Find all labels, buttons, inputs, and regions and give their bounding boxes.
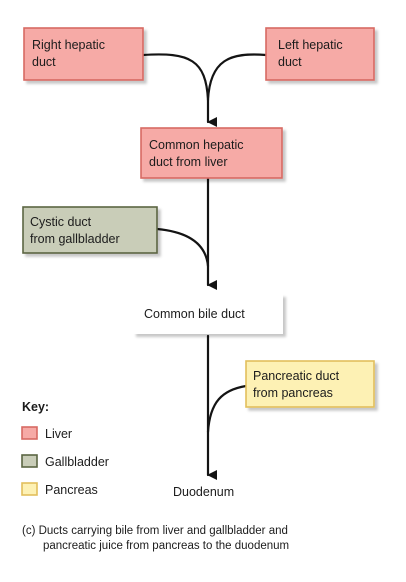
left-hepatic-duct-rect xyxy=(265,27,375,81)
key-label-liver: Liver xyxy=(45,427,72,441)
cystic-duct-rect xyxy=(22,206,158,254)
key-label-gallbladder: Gallbladder xyxy=(45,455,109,469)
left-hepatic-duct-box: Left hepatic duct xyxy=(265,27,375,81)
cystic-connector xyxy=(155,227,210,268)
left-hepatic-duct-line2: duct xyxy=(278,55,302,69)
common-hepatic-duct-rect xyxy=(140,127,283,179)
pancreatic-duct-box: Pancreatic duct from pancreas xyxy=(245,360,375,408)
common-bile-duct-rect xyxy=(133,294,283,334)
cystic-duct-line1: Cystic duct xyxy=(30,215,92,229)
common-hepatic-duct-line2: duct from liver xyxy=(149,155,228,169)
common-hepatic-duct-box: Common hepatic duct from liver xyxy=(140,127,283,179)
common-bile-duct-label: Common bile duct xyxy=(144,307,245,321)
key-swatch-gallbladder xyxy=(21,454,38,468)
key-label-pancreas: Pancreas xyxy=(45,483,98,497)
right-hepatic-duct-rect xyxy=(23,27,144,81)
key-legend: Key: Liver Gallbladder Pancreas xyxy=(21,400,109,497)
left-hepatic-connector xyxy=(206,53,268,102)
cystic-duct-box: Cystic duct from gallbladder xyxy=(22,206,158,254)
right-hepatic-duct-line2: duct xyxy=(32,55,56,69)
key-title: Key: xyxy=(22,400,49,414)
pancreatic-connector xyxy=(206,384,248,434)
figure-caption: (c) Ducts carrying bile from liver and g… xyxy=(22,525,289,552)
right-hepatic-connector xyxy=(141,53,210,102)
common-hepatic-duct-line1: Common hepatic xyxy=(149,138,244,152)
caption-line2: pancreatic juice from pancreas to the du… xyxy=(43,540,289,552)
duodenum-label: Duodenum xyxy=(173,485,234,499)
common-bile-duct-box: Common bile duct xyxy=(133,294,283,334)
caption-line1: (c) Ducts carrying bile from liver and g… xyxy=(22,525,288,537)
pancreatic-duct-line2: from pancreas xyxy=(253,386,333,400)
right-hepatic-duct-line1: Right hepatic xyxy=(32,38,105,52)
pancreatic-duct-rect xyxy=(245,360,375,408)
pancreatic-duct-line1: Pancreatic duct xyxy=(253,369,340,383)
flow-lines xyxy=(141,53,268,480)
key-swatch-liver xyxy=(21,426,38,440)
left-hepatic-duct-line1: Left hepatic xyxy=(278,38,343,52)
cystic-duct-line2: from gallbladder xyxy=(30,232,120,246)
key-swatch-pancreas xyxy=(21,482,38,496)
right-hepatic-duct-box: Right hepatic duct xyxy=(23,27,144,81)
